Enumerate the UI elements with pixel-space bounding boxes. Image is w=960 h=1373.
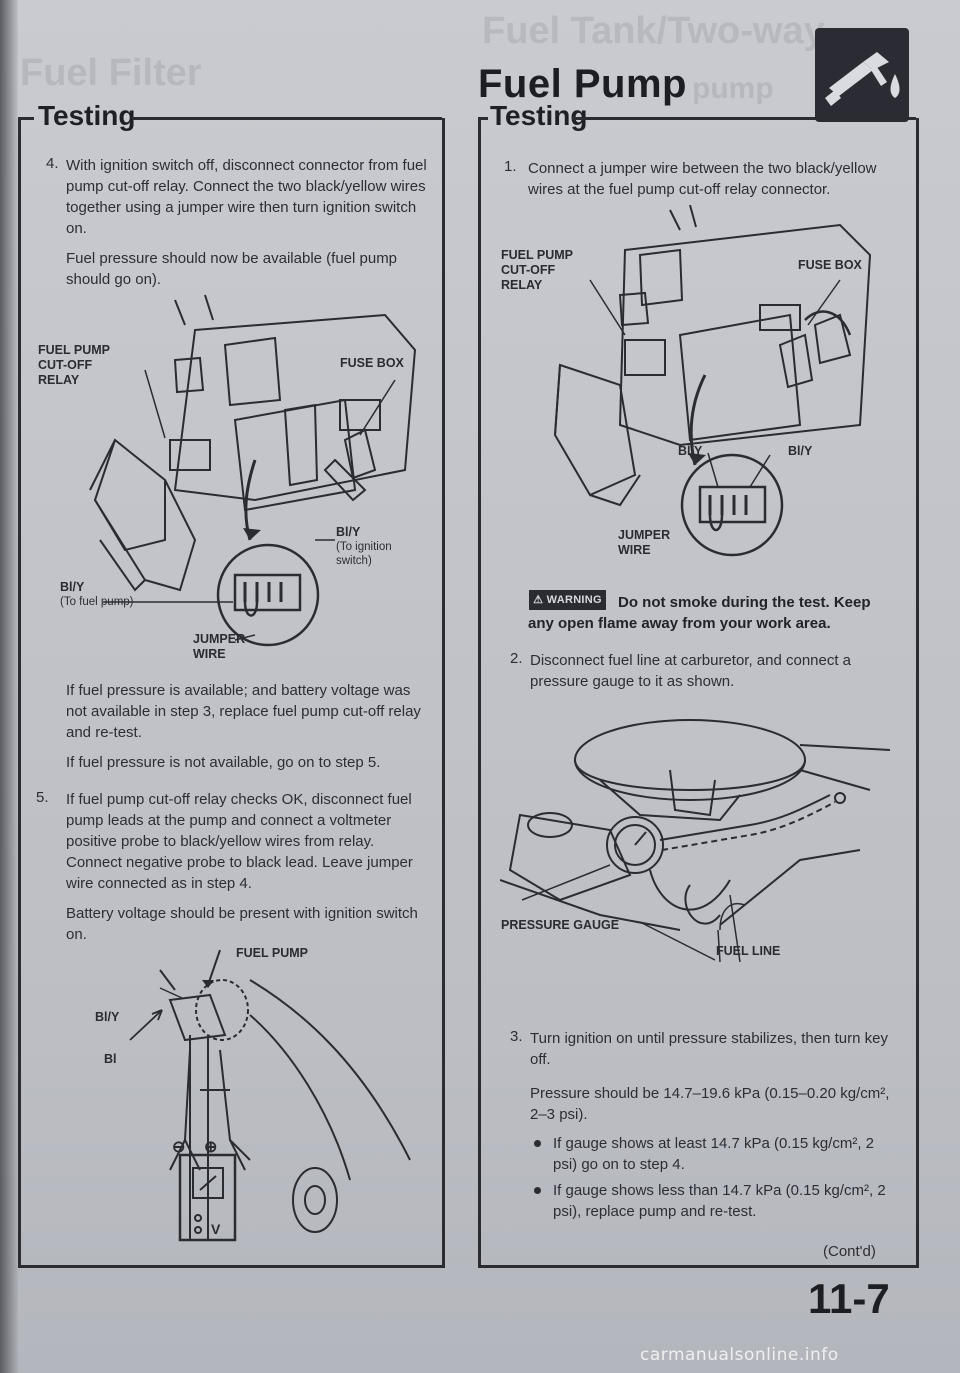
step4-text: With ignition switch off, disconnect con… bbox=[66, 157, 427, 237]
site-watermark: carmanualsonline.info bbox=[640, 1345, 839, 1365]
right-heading-rule bbox=[572, 117, 916, 120]
bleed-through-text-right: Fuel Tank/Two-way bbox=[482, 10, 825, 52]
fuel-nozzle-icon bbox=[815, 28, 909, 122]
step3-number: 3. bbox=[510, 1028, 523, 1045]
warning-text: Do not smoke during the test. Keep any o… bbox=[528, 594, 871, 632]
step3-text: Turn ignition on until pressure stabiliz… bbox=[530, 1030, 888, 1068]
relay-label-right: FUEL PUMP CUT-OFF RELAY bbox=[501, 248, 573, 292]
go-to-step5-paragraph: If fuel pressure is not available, go on… bbox=[66, 754, 381, 771]
relay-location-diagram-left bbox=[89, 294, 417, 647]
step4-number: 4. bbox=[46, 155, 59, 172]
bullet-dot-1 bbox=[534, 1140, 541, 1147]
voltmeter-v-label: V bbox=[211, 1221, 221, 1237]
pressure-gauge-label: PRESSURE GAUGE bbox=[501, 918, 620, 932]
warning-badge: ⚠ WARNING bbox=[529, 590, 606, 610]
step1-number: 1. bbox=[504, 158, 517, 175]
warning-icon: ⚠ bbox=[533, 594, 547, 606]
left-heading-rule bbox=[132, 117, 442, 120]
fuel-pump-label: FUEL PUMP bbox=[236, 946, 308, 960]
fuse-box-label-left: FUSE BOX bbox=[340, 356, 404, 370]
bullet-at-least: If gauge shows at least 14.7 kPa (0.15 k… bbox=[553, 1135, 875, 1173]
left-heading-rule-start bbox=[18, 117, 34, 120]
jumper-wire-label-right: JUMPER WIRE bbox=[618, 528, 671, 557]
relay-replace-paragraph: If fuel pressure is available; and batte… bbox=[66, 682, 421, 741]
step5-text: If fuel pump cut-off relay checks OK, di… bbox=[66, 791, 413, 892]
relay-location-diagram-right bbox=[553, 205, 872, 557]
bly-right-label: Bl/Y bbox=[788, 444, 813, 458]
page-number: 11-7 bbox=[808, 1275, 890, 1322]
bl-voltmeter-label: Bl bbox=[104, 1052, 117, 1066]
fuel-line-label: FUEL LINE bbox=[716, 944, 781, 958]
left-section-heading: Testing bbox=[38, 100, 136, 131]
right-heading-rule-start bbox=[478, 117, 488, 120]
bly-voltmeter-label: Bl/Y bbox=[95, 1010, 120, 1024]
jumper-wire-label-left: JUMPER WIRE bbox=[193, 632, 246, 661]
right-section-box bbox=[478, 118, 919, 1268]
bullet-dot-2 bbox=[534, 1187, 541, 1194]
fuse-box-label-right: FUSE BOX bbox=[798, 258, 862, 272]
pressure-gauge-diagram bbox=[500, 719, 891, 963]
bly-ignition-label: Bl/Y bbox=[336, 525, 361, 539]
page-edge-shadow bbox=[0, 0, 18, 1373]
step5-result: Battery voltage should be present with i… bbox=[66, 905, 418, 943]
bullet-less-than: If gauge shows less than 14.7 kPa (0.15 … bbox=[553, 1182, 886, 1220]
right-section-heading: Testing bbox=[490, 100, 588, 131]
page-title: Fuel Pump bbox=[478, 62, 687, 106]
step3-result: Pressure should be 14.7–19.6 kPa (0.15–0… bbox=[530, 1085, 890, 1123]
bleed-through-text-left: Fuel Filter bbox=[20, 52, 202, 94]
step5-number: 5. bbox=[36, 789, 49, 806]
continued-note: (Cont'd) bbox=[823, 1243, 876, 1260]
bly-pump-label: Bl/Y bbox=[60, 580, 85, 594]
relay-label-left: FUEL PUMP CUT-OFF RELAY bbox=[38, 343, 110, 387]
step4-result: Fuel pressure should now be available (f… bbox=[66, 250, 398, 288]
negative-probe-symbol: ⊖ bbox=[172, 1139, 186, 1156]
step1-text: Connect a jumper wire between the two bl… bbox=[528, 160, 877, 198]
voltmeter-test-diagram bbox=[129, 949, 411, 1242]
bly-left-label: Bl/Y bbox=[678, 444, 703, 458]
bly-pump-sublabel: (To fuel pump) bbox=[60, 596, 134, 608]
positive-probe-symbol: ⊕ bbox=[204, 1139, 218, 1156]
bleed-through-text-right2: pump bbox=[692, 72, 774, 105]
bly-ignition-sublabel: (To ignition switch) bbox=[336, 541, 392, 567]
left-section-box bbox=[18, 118, 445, 1268]
step2-text: Disconnect fuel line at carburetor, and … bbox=[530, 652, 852, 690]
step2-number: 2. bbox=[510, 650, 523, 667]
